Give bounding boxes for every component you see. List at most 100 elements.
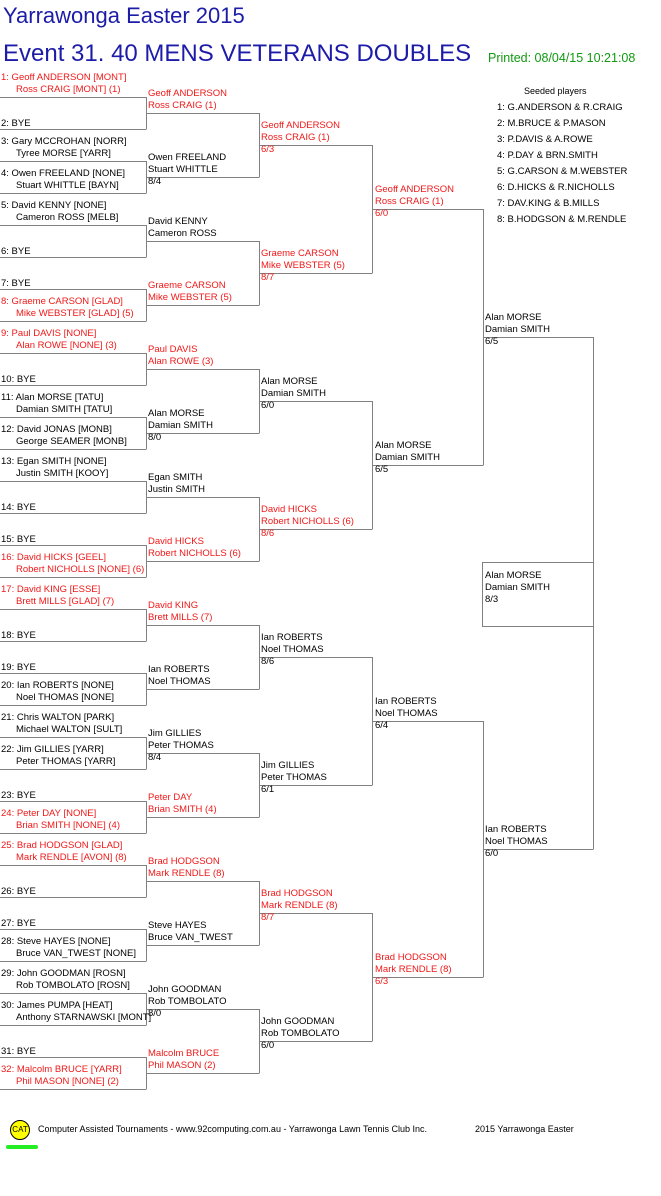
round-2-winner-player1: Alan MORSE xyxy=(148,408,205,419)
draw-entry-name: 31: BYE xyxy=(1,1046,36,1057)
draw-entry-player2: Mike WEBSTER [GLAD] (5) xyxy=(16,308,134,319)
round-2-winner-score: 8/4 xyxy=(148,752,162,763)
draw-entry-player2: Anthony STARNAWSKI [MONT] xyxy=(16,1012,152,1023)
round-2-winner-player2: Rob TOMBOLATO xyxy=(148,996,227,1007)
round-3-winner-player2: Peter THOMAS xyxy=(261,772,327,783)
draw-entry-player2: George SEAMER [MONB] xyxy=(16,436,127,447)
round-4-winner-player2: Ross CRAIG (1) xyxy=(375,196,444,207)
round-2-winner-player2: Cameron ROSS xyxy=(148,228,217,239)
champion-player2: Damian SMITH xyxy=(485,582,550,593)
draw-entry-name: 7: BYE xyxy=(1,278,31,289)
draw-entry-player2: Justin SMITH [KOOY] xyxy=(16,468,109,479)
round-2-winner-player2: Alan ROWE (3) xyxy=(148,356,214,367)
round-3-winner-player2: Damian SMITH xyxy=(261,388,326,399)
event-title: Event 31. 40 MENS VETERANS DOUBLES xyxy=(3,40,472,67)
round-5-winner-player1: Ian ROBERTS xyxy=(485,824,547,835)
round-3-winner-player2: Mike WEBSTER (5) xyxy=(261,260,345,271)
draw-entry-player1: 17: David KING [ESSE] xyxy=(1,584,101,595)
round-2-winner-player1: Owen FREELAND xyxy=(148,152,227,163)
draw-entry-player1: 25: Brad HODGSON [GLAD] xyxy=(1,840,123,851)
draw-entry-player2: Noel THOMAS [NONE] xyxy=(16,692,115,703)
round-2-winner-player1: John GOODMAN xyxy=(148,984,222,995)
round-5-winner-player2: Damian SMITH xyxy=(485,324,550,335)
draw-entry-player1: 5: David KENNY [NONE] xyxy=(1,200,107,211)
round-2-winner-player2: Stuart WHITTLE xyxy=(148,164,218,175)
draw-entry-player2: Tyree MORSE [YARR] xyxy=(16,148,111,159)
draw-entry-player1: 21: Chris WALTON [PARK] xyxy=(1,712,115,723)
round-2-winner-score: 8/0 xyxy=(148,1008,162,1019)
round-2-winner-player1: Malcolm BRUCE xyxy=(148,1048,220,1059)
round-5-winner-player1: Alan MORSE xyxy=(485,312,542,323)
seeded-player-item: 6: D.HICKS & R.NICHOLLS xyxy=(497,182,615,193)
draw-entry-player2: Rob TOMBOLATO [ROSN] xyxy=(16,980,130,991)
round-3-winner-player1: Ian ROBERTS xyxy=(261,632,323,643)
champion-score: 8/3 xyxy=(485,594,499,605)
round-3-winner-player2: Mark RENDLE (8) xyxy=(261,900,338,911)
round-3-winner-player1: Geoff ANDERSON xyxy=(261,120,341,131)
round-3-winner-player2: Ross CRAIG (1) xyxy=(261,132,330,143)
seeded-player-item: 4: P.DAY & BRN.SMITH xyxy=(497,150,598,161)
cat-logo: CAT xyxy=(10,1120,30,1140)
round-5-winner-player2: Noel THOMAS xyxy=(485,836,548,847)
round-2-winner-player1: Ian ROBERTS xyxy=(148,664,210,675)
round-4-winner-score: 6/5 xyxy=(375,464,389,475)
draw-entry-player2: Alan ROWE [NONE] (3) xyxy=(16,340,117,351)
footer-credit: Computer Assisted Tournaments - www.92co… xyxy=(38,1124,428,1134)
round-4-winner-score: 6/4 xyxy=(375,720,389,731)
draw-entry-player2: Brian SMITH [NONE] (4) xyxy=(16,820,120,831)
round-2-winner-player2: Peter THOMAS xyxy=(148,740,214,751)
round-2-winner-player1: David HICKS xyxy=(148,536,204,547)
round-2-winner-player2: Noel THOMAS xyxy=(148,676,211,687)
round-4-winner-player1: Alan MORSE xyxy=(375,440,432,451)
seeded-player-item: 1: G.ANDERSON & R.CRAIG xyxy=(497,102,623,113)
draw-entry-name: 15: BYE xyxy=(1,534,36,545)
draw-entry-player1: 29: John GOODMAN [ROSN] xyxy=(1,968,126,979)
round-2-winner-player1: Graeme CARSON xyxy=(148,280,226,291)
round-4-winner-player1: Brad HODGSON xyxy=(375,952,447,963)
draw-entry-player1: 13: Egan SMITH [NONE] xyxy=(1,456,107,467)
round-2-winner-player1: Egan SMITH xyxy=(148,472,203,483)
seeded-player-item: 3: P.DAVIS & A.ROWE xyxy=(497,134,593,145)
draw-entry-name: 26: BYE xyxy=(1,886,36,897)
seeded-players-heading: Seeded players xyxy=(524,86,587,96)
round-2-winner-player2: Phil MASON (2) xyxy=(148,1060,216,1071)
seeded-player-item: 2: M.BRUCE & P.MASON xyxy=(497,118,606,129)
draw-entry-player1: 12: David JONAS [MONB] xyxy=(1,424,112,435)
draw-entry-player2: Mark RENDLE [AVON] (8) xyxy=(16,852,127,863)
draw-entry-player1: 30: James PUMPA [HEAT] xyxy=(1,1000,113,1011)
round-4-winner-player2: Mark RENDLE (8) xyxy=(375,964,452,975)
draw-entry-player1: 3: Gary MCCROHAN [NORR] xyxy=(1,136,127,147)
round-2-winner-player2: Bruce VAN_TWEST xyxy=(148,932,233,943)
round-3-winner-player1: Graeme CARSON xyxy=(261,248,339,259)
round-3-winner-player1: Brad HODGSON xyxy=(261,888,333,899)
round-2-winner-player1: Brad HODGSON xyxy=(148,856,220,867)
footer-event: 2015 Yarrawonga Easter xyxy=(475,1124,574,1134)
draw-entry-player1: 16: David HICKS [GEEL] xyxy=(1,552,107,563)
draw-entry-name: 18: BYE xyxy=(1,630,36,641)
draw-entry-player1: 32: Malcolm BRUCE [YARR] xyxy=(1,1064,122,1075)
round-3-winner-player2: Rob TOMBOLATO xyxy=(261,1028,340,1039)
champion-player1: Alan MORSE xyxy=(485,570,542,581)
seeded-player-item: 8: B.HODGSON & M.RENDLE xyxy=(497,214,627,225)
round-2-winner-player2: Ross CRAIG (1) xyxy=(148,100,217,111)
seeded-player-item: 5: G.CARSON & M.WEBSTER xyxy=(497,166,628,177)
draw-entry-name: 14: BYE xyxy=(1,502,36,513)
draw-entry-name: 2: BYE xyxy=(1,118,31,129)
round-3-winner-player1: David HICKS xyxy=(261,504,317,515)
draw-entry-player2: Stuart WHITTLE [BAYN] xyxy=(16,180,119,191)
round-2-winner-score: 8/4 xyxy=(148,176,162,187)
round-2-winner-player2: Justin SMITH xyxy=(148,484,206,495)
round-4-winner-player2: Damian SMITH xyxy=(375,452,440,463)
round-2-winner-player2: Brian SMITH (4) xyxy=(148,804,217,815)
tournament-title: Yarrawonga Easter 2015 xyxy=(3,3,245,28)
round-2-winner-player2: Mike WEBSTER (5) xyxy=(148,292,232,303)
round-2-winner-player1: David KING xyxy=(148,600,199,611)
round-4-winner-player2: Noel THOMAS xyxy=(375,708,438,719)
round-2-winner-player2: Brett MILLS (7) xyxy=(148,612,213,623)
round-2-winner-player1: Paul DAVIS xyxy=(148,344,198,355)
round-3-winner-score: 8/6 xyxy=(261,656,275,667)
draw-entry-player1: 28: Steve HAYES [NONE] xyxy=(1,936,111,947)
round-2-winner-player2: Mark RENDLE (8) xyxy=(148,868,225,879)
draw-entry-name: 27: BYE xyxy=(1,918,36,929)
draw-entry-player2: Bruce VAN_TWEST [NONE] xyxy=(16,948,137,959)
